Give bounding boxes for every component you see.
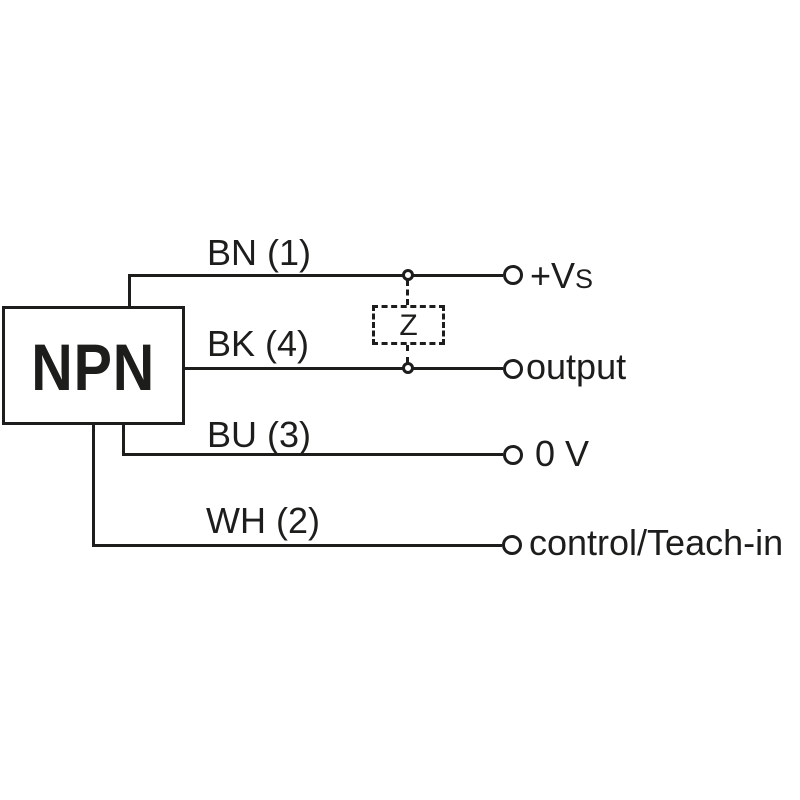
terminal-label-0v: 0 V (535, 433, 590, 474)
junction-dot-bk (402, 362, 414, 374)
terminal-circle-output (503, 359, 523, 379)
wire-bn-horizontal (128, 274, 503, 277)
wire-wh-horizontal (92, 544, 502, 547)
wire-bu-horizontal (122, 453, 503, 456)
wire-label-bu: BU (3) (207, 414, 312, 455)
terminal-label-vs-main: +V (530, 255, 576, 296)
wire-label-bk: BK (4) (207, 323, 310, 364)
impedance-connector-bottom (406, 345, 409, 363)
device-label: NPN (31, 329, 156, 404)
wire-bu-vertical (122, 422, 125, 456)
wire-wh-vertical (92, 422, 95, 547)
terminal-label-control: control/Teach-in (529, 522, 784, 563)
wire-label-wh: WH (2) (206, 500, 320, 541)
impedance-box: Z (372, 305, 445, 345)
terminal-circle-control (502, 535, 522, 555)
junction-dot-bn (402, 269, 414, 281)
device-box: NPN (2, 306, 185, 425)
wire-label-bn: BN (1) (207, 232, 312, 273)
impedance-connector-top (406, 280, 409, 305)
terminal-circle-vs (503, 265, 523, 285)
terminal-label-vs-subscript: S (575, 264, 594, 294)
wire-bk-horizontal (184, 367, 503, 370)
wire-bn-vertical (128, 274, 131, 308)
terminal-label-vs: +VS (530, 258, 593, 297)
impedance-label: Z (399, 308, 418, 342)
terminal-label-output: output (526, 346, 627, 387)
terminal-circle-0v (503, 445, 523, 465)
